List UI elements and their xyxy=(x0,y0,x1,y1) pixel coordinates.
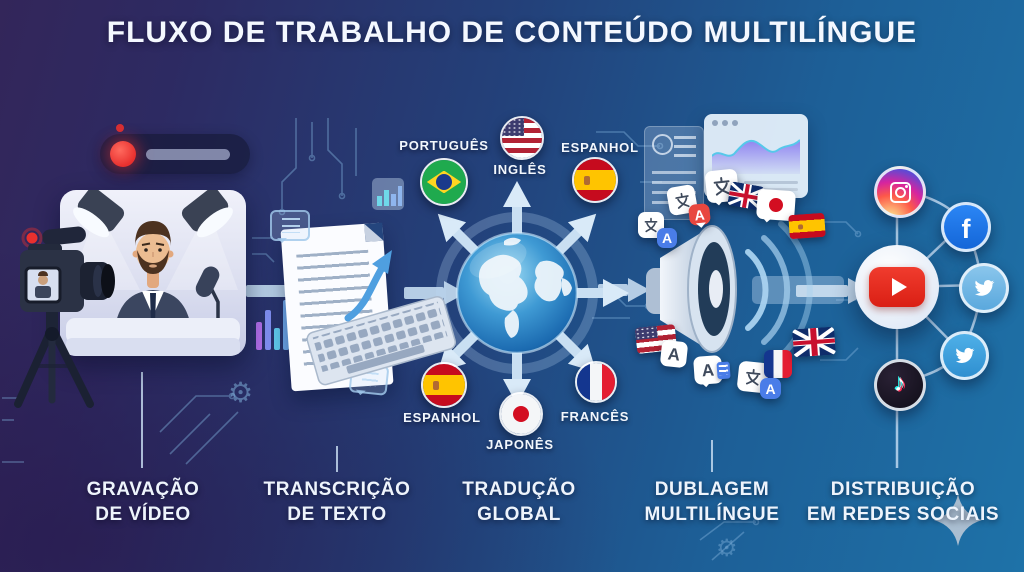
studio-light-right-icon xyxy=(181,190,233,238)
megaphone-icon xyxy=(646,225,737,353)
studio-card xyxy=(60,190,246,356)
studio-light-left-icon xyxy=(73,190,125,238)
record-mini-dot xyxy=(116,124,124,132)
recording-progress-bar xyxy=(146,149,230,160)
translation-bubble-cjk-icon xyxy=(736,360,770,394)
instagram-icon xyxy=(874,166,926,218)
flag-spain-icon xyxy=(788,212,826,240)
record-dot-icon xyxy=(110,141,136,167)
analytics-panel xyxy=(704,114,808,198)
translation-bubble-a-icon: A xyxy=(657,228,677,248)
language-label-japones: JAPONÊS xyxy=(486,437,554,452)
speech-bubble-decoration xyxy=(270,210,310,243)
globe-icon xyxy=(427,181,629,405)
desk xyxy=(66,318,240,344)
language-label-frances: FRANCÊS xyxy=(560,409,630,424)
language-label-ingles: INGLÊS xyxy=(493,162,547,177)
document-text-lines xyxy=(296,249,377,371)
translation-bubble-a-icon: A xyxy=(687,202,712,227)
flag-spain-icon xyxy=(572,157,618,203)
flag-brazil-icon xyxy=(420,158,468,206)
translation-bubble-cjk-icon xyxy=(665,183,699,217)
language-label-portugues: PORTUGUÊS xyxy=(399,138,489,153)
gear-icon: ⚙ xyxy=(228,377,253,408)
social-hub xyxy=(855,245,939,329)
tiktok-icon: ♪ xyxy=(874,359,926,411)
translation-bubble-a-icon: A xyxy=(659,339,689,369)
translation-bubble-a-doc-icon: A xyxy=(693,355,731,385)
page-title: FLUXO DE TRABALHO DE CONTEÚDO MULTILÍNGU… xyxy=(106,16,918,49)
language-label-espanhol-bottom: ESPANHOL xyxy=(403,410,481,425)
label-connector-lines xyxy=(141,372,713,472)
area-chart-decoration xyxy=(712,139,800,174)
facebook-icon: f xyxy=(941,202,991,252)
youtube-icon xyxy=(869,267,925,307)
flag-japan-icon xyxy=(499,392,543,436)
speech-bubble-decoration xyxy=(348,362,390,396)
language-label-espanhol-top: ESPANHOL xyxy=(561,140,639,155)
flag-uk-icon xyxy=(792,326,836,358)
gear-icon: ⚙ xyxy=(716,535,738,562)
flag-france-icon xyxy=(764,350,792,378)
twitter-icon xyxy=(940,331,989,380)
flag-spain-icon xyxy=(421,362,467,408)
translation-bubble-a-icon: A xyxy=(760,378,781,399)
flag-france-icon xyxy=(575,361,617,403)
translation-bubble-cjk-icon xyxy=(704,168,740,204)
twitter-icon xyxy=(959,263,1009,313)
presenter-illustration xyxy=(66,190,240,356)
flag-usa-icon xyxy=(500,116,544,160)
sparkle-icon xyxy=(934,494,982,546)
